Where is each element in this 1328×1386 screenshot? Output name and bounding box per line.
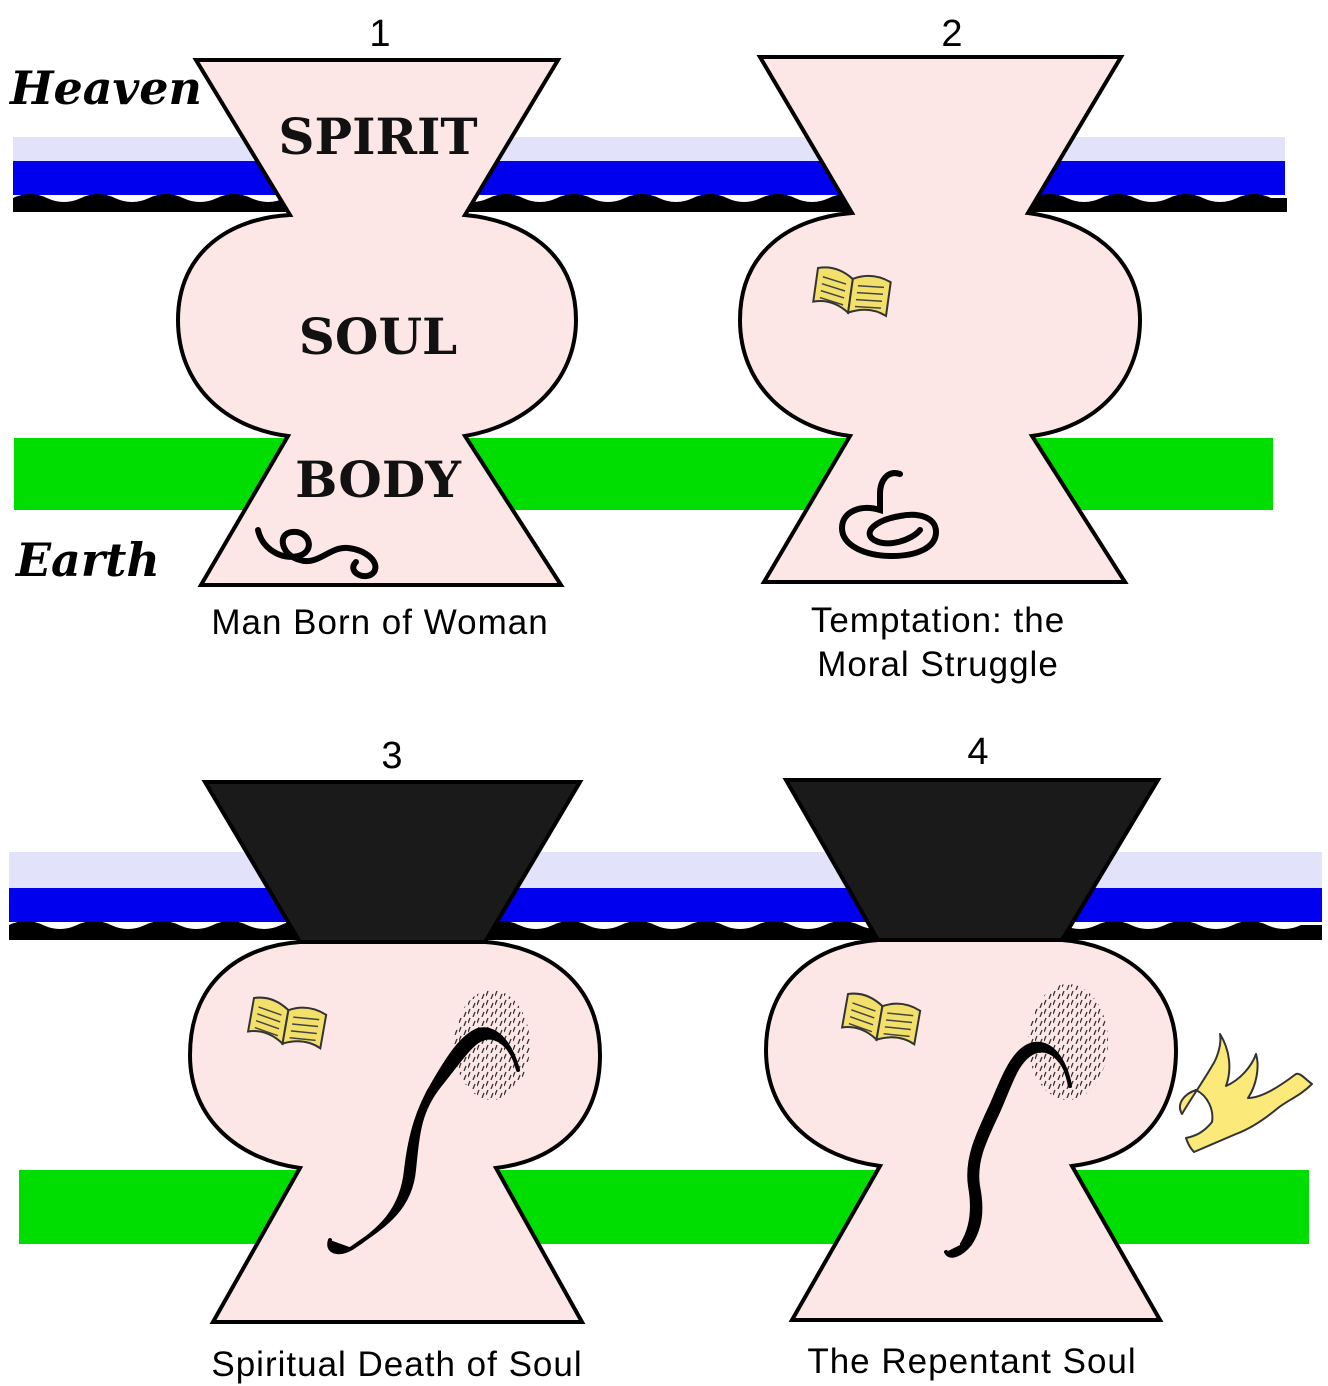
panel-1: 1 SPIRIT SOUL BODY Man Born of Woman — [178, 13, 576, 642]
panel-3: 3 Spiritual Death of Soul — [190, 735, 600, 1384]
soul-label: SOUL — [299, 307, 457, 366]
body-label: BODY — [295, 450, 462, 509]
panel-caption-line-2: Moral Struggle — [817, 645, 1059, 684]
panel-caption: The Repentant Soul — [807, 1342, 1136, 1381]
earth-band-bottom — [19, 1170, 1309, 1244]
panel-2: 2 Temptation: the Moral Struggle — [740, 13, 1140, 684]
panel-caption: Man Born of Woman — [211, 603, 548, 642]
panel-number: 1 — [369, 13, 390, 55]
heaven-band-bottom — [9, 852, 1322, 940]
human-figure — [766, 940, 1176, 1320]
panel-caption-line-1: Temptation: the — [811, 601, 1065, 640]
panel-number: 4 — [967, 731, 988, 773]
panel-number: 3 — [381, 735, 402, 777]
human-figure — [190, 942, 600, 1322]
panel-number: 2 — [941, 13, 962, 55]
panel-caption: Spiritual Death of Soul — [211, 1345, 582, 1384]
heaven-band-top — [13, 137, 1287, 212]
dove-icon — [1180, 1034, 1312, 1152]
panel-4: 4 The Repentant Soul — [766, 731, 1312, 1381]
heaven-label: Heaven — [8, 61, 202, 115]
earth-band-top — [14, 438, 1273, 510]
spirit-label: SPIRIT — [278, 107, 477, 166]
earth-label: Earth — [14, 533, 160, 587]
